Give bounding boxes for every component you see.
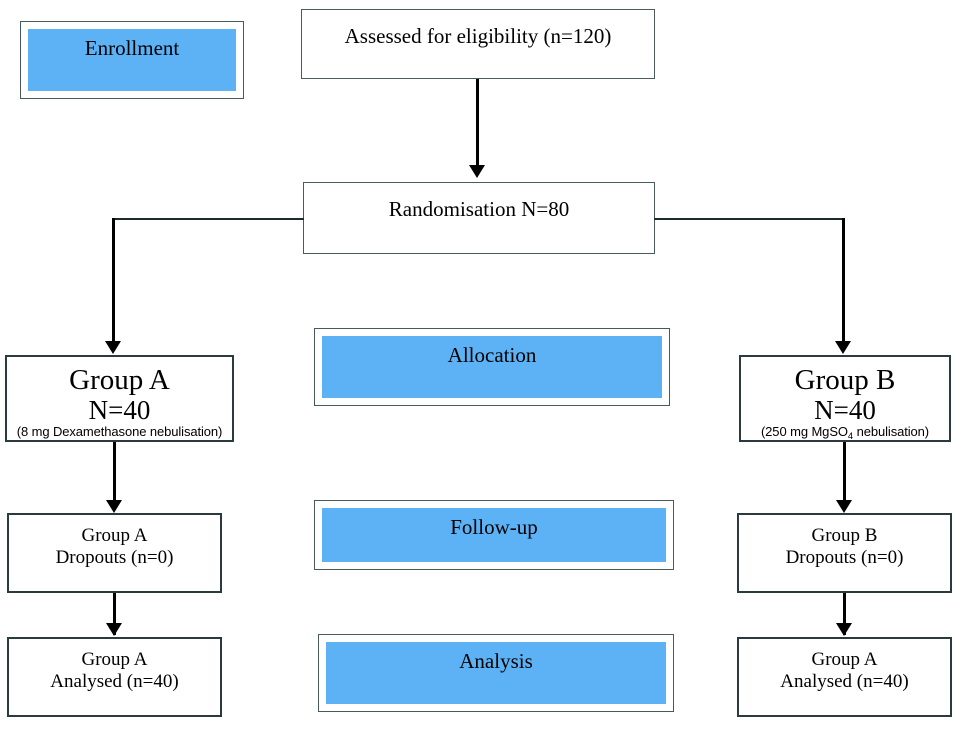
- node-group-b-dropouts: Group B Dropouts (n=0): [737, 513, 952, 593]
- node-group-b-subtitle: (250 mg MgSO4 nebulisation): [741, 424, 949, 443]
- connector-group-a-dropouts-to-analysed: [113, 593, 116, 635]
- connector-randomisation-to-group-b-vertical: [842, 218, 845, 342]
- node-randomisation-label: Randomisation N=80: [388, 197, 570, 221]
- node-group-a-dropouts: Group A Dropouts (n=0): [7, 513, 222, 593]
- connector-group-b-to-dropouts: [843, 442, 846, 504]
- connector-group-a-to-dropouts-arrowhead: [106, 500, 122, 513]
- node-group-b-analysed: Group A Analysed (n=40): [737, 637, 952, 717]
- connector-group-b-dropouts-to-analysed: [843, 593, 846, 635]
- connector-group-b-to-dropouts-arrowhead: [836, 500, 852, 513]
- node-group-b-subtitle-suffix: nebulisation): [853, 424, 930, 440]
- stage-banner-followup-label: Follow-up: [322, 508, 666, 562]
- node-assessed-for-eligibility-label: Assessed for eligibility (n=120): [344, 24, 612, 48]
- connector-randomisation-to-group-b-arrowhead: [835, 341, 851, 354]
- node-group-a-title: Group A: [69, 364, 170, 396]
- node-assessed-for-eligibility: Assessed for eligibility (n=120): [301, 9, 655, 79]
- node-group-b-subtitle-prefix: (250 mg MgSO: [760, 424, 848, 440]
- connector-assessed-to-randomisation-arrowhead: [469, 165, 485, 178]
- connector-randomisation-to-group-a-vertical: [112, 218, 115, 342]
- node-randomisation: Randomisation N=80: [303, 182, 655, 254]
- stage-banner-allocation: Allocation: [314, 328, 670, 406]
- node-group-a: Group A N=40 (8 mg Dexamethasone nebulis…: [5, 355, 234, 442]
- node-group-b-subtitle-subscript: 4: [847, 431, 854, 443]
- node-group-b-title: Group B: [794, 364, 896, 396]
- stage-banner-analysis-label: Analysis: [326, 642, 666, 704]
- connector-group-b-dropouts-to-analysed-arrowhead: [836, 623, 852, 636]
- node-group-b-n: N=40: [814, 395, 876, 426]
- connector-randomisation-to-group-b-horizontal: [654, 218, 844, 220]
- node-group-b-dropouts-label: Group B Dropouts (n=0): [785, 525, 904, 569]
- node-group-a-dropouts-label: Group A Dropouts (n=0): [55, 525, 174, 569]
- connector-randomisation-to-group-a-horizontal: [112, 218, 304, 220]
- node-group-b-analysed-label: Group A Analysed (n=40): [780, 649, 909, 693]
- stage-banner-allocation-label: Allocation: [322, 336, 662, 398]
- connector-assessed-to-randomisation: [476, 79, 479, 167]
- connector-group-a-to-dropouts: [113, 442, 116, 504]
- node-group-a-n: N=40: [88, 395, 151, 426]
- node-group-a-analysed: Group A Analysed (n=40): [7, 637, 222, 717]
- connector-randomisation-to-group-a-arrowhead: [105, 341, 121, 354]
- connector-group-a-dropouts-to-analysed-arrowhead: [106, 623, 122, 636]
- node-group-b: Group B N=40 (250 mg MgSO4 nebulisation): [739, 355, 951, 442]
- node-group-a-analysed-label: Group A Analysed (n=40): [50, 649, 179, 693]
- stage-banner-followup: Follow-up: [314, 500, 674, 570]
- stage-banner-enrollment: Enrollment: [20, 21, 244, 99]
- node-group-a-subtitle: (8 mg Dexamethasone nebulisation): [16, 424, 223, 440]
- stage-banner-enrollment-label: Enrollment: [28, 29, 236, 91]
- stage-banner-analysis: Analysis: [318, 634, 674, 712]
